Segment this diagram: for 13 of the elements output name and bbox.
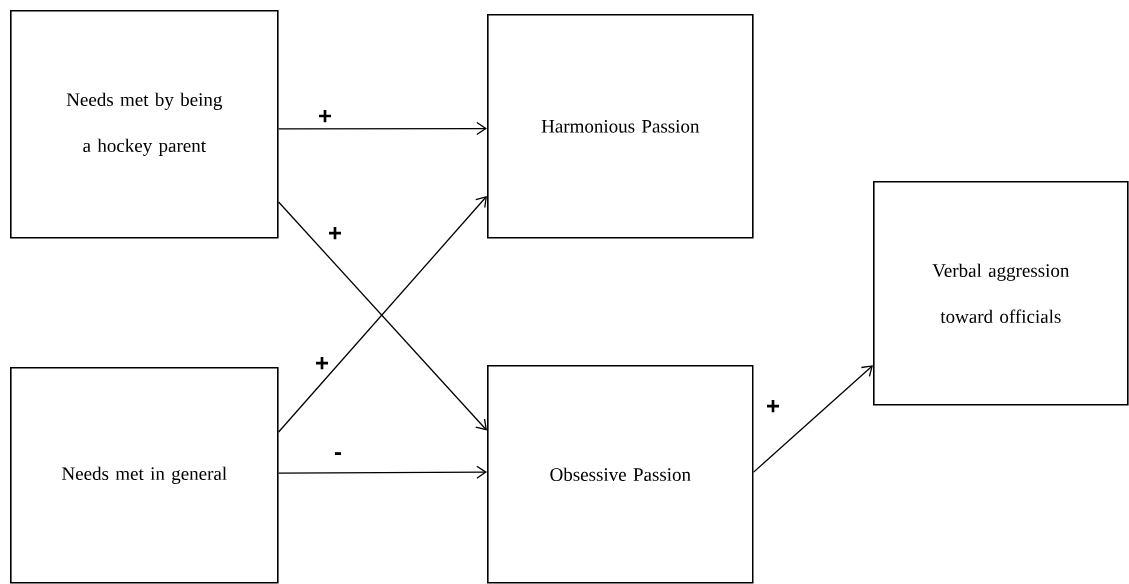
edge-label: +	[329, 226, 342, 240]
text-box: Verbal aggression toward officials	[873, 181, 1129, 406]
edge-label: -	[334, 452, 342, 456]
text-box: Harmonious Passion	[487, 14, 754, 239]
text-box: Needs met in general	[10, 367, 279, 584]
arrow	[277, 465, 487, 479]
arrow	[752, 365, 873, 473]
text-box: Needs met by being a hockey parent	[10, 10, 279, 239]
edge-label: +	[316, 356, 329, 370]
edge-label: +	[319, 109, 332, 123]
edge-label: +	[767, 400, 780, 413]
text-box: Obsessive Passion	[487, 365, 754, 584]
arrow	[277, 121, 487, 136]
